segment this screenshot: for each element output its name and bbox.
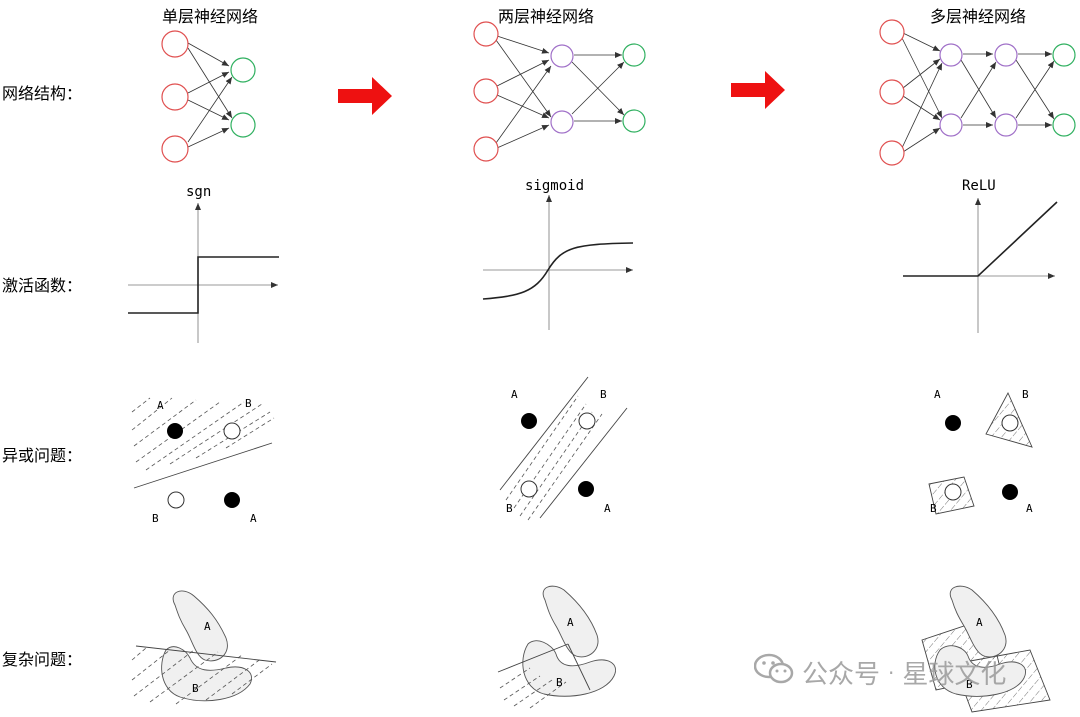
class-label-b: B: [966, 678, 973, 691]
hidden-node: [939, 113, 963, 137]
relu-plot: [903, 198, 1058, 333]
column-title-single-layer: 单层神经网络: [162, 7, 259, 26]
watermark-separator: ·: [888, 660, 895, 685]
class-label-b: B: [930, 502, 937, 515]
class-label-b: B: [506, 502, 513, 515]
class-label-b: B: [556, 676, 563, 689]
class-label-b: B: [600, 388, 607, 401]
input-node: [473, 21, 499, 47]
class-label-a: A: [1026, 502, 1033, 515]
row-label-activation: 激活函数：: [2, 276, 83, 295]
output-node: [622, 109, 646, 133]
progress-arrow-2: [731, 71, 785, 109]
class-b-point: [578, 412, 596, 430]
watermark: 公众号 · 星球文化: [753, 652, 1007, 693]
row-label-complex: 复杂问题：: [2, 650, 83, 669]
watermark-text-2: 星球文化: [902, 660, 1007, 690]
input-node: [879, 19, 905, 45]
class-label-a: A: [934, 388, 941, 401]
output-node: [622, 43, 646, 67]
sigmoid-plot: [482, 195, 634, 330]
class-label-b: B: [152, 512, 159, 525]
output-node: [230, 57, 256, 83]
class-b-point: [520, 480, 538, 498]
input-node: [473, 78, 499, 104]
wechat-icon: [753, 652, 794, 693]
class-a-point: [224, 492, 240, 508]
output-node: [1052, 113, 1076, 137]
class-a-point: [167, 423, 183, 439]
class-a-point: [521, 413, 537, 429]
hidden-node: [939, 43, 963, 67]
input-node: [879, 79, 905, 105]
progress-arrow-1: [338, 77, 392, 115]
input-node: [161, 135, 189, 163]
xor-two-layer: [499, 376, 628, 521]
class-label-b: B: [1022, 388, 1029, 401]
sgn-label: sgn: [186, 184, 212, 200]
output-node: [230, 112, 256, 138]
class-label-a: A: [511, 388, 518, 401]
column-title-two-layer: 两层神经网络: [498, 7, 595, 26]
complex-single: [131, 590, 277, 705]
class-label-a: A: [567, 616, 574, 629]
input-node: [161, 83, 189, 111]
class-b-point: [1001, 414, 1019, 432]
sigmoid-label: sigmoid: [525, 178, 585, 194]
hidden-node: [994, 113, 1018, 137]
row-label-structure: 网络结构：: [2, 84, 83, 103]
sgn-plot: [128, 203, 279, 343]
input-node: [161, 30, 189, 58]
class-label-a: A: [250, 512, 257, 525]
class-b-point: [167, 491, 185, 509]
column-title-multi-layer: 多层神经网络: [930, 7, 1027, 26]
class-b-point: [223, 422, 241, 440]
complex-two-layer: [497, 585, 616, 709]
hidden-node: [994, 43, 1018, 67]
two-layer-network: [495, 35, 625, 149]
class-a-point: [1002, 484, 1018, 500]
multi-layer-network: [901, 32, 1055, 153]
relu-label: ReLU: [962, 178, 996, 194]
class-label-a: A: [204, 620, 211, 633]
hidden-node: [550, 110, 574, 134]
row-label-xor: 异或问题：: [2, 446, 83, 465]
class-label-a: A: [157, 399, 164, 412]
class-b-point: [944, 483, 962, 501]
input-node: [473, 136, 499, 162]
complex-multi-layer: [921, 585, 1051, 713]
input-node: [879, 140, 905, 166]
class-label-a: A: [604, 502, 611, 515]
class-label-b: B: [192, 682, 199, 695]
single-layer-network: [187, 42, 233, 148]
class-a-point: [578, 481, 594, 497]
hidden-node: [550, 44, 574, 68]
class-label-b: B: [245, 397, 252, 410]
class-a-point: [945, 415, 961, 431]
class-label-a: A: [976, 616, 983, 629]
watermark-text-1: 公众号: [802, 660, 881, 690]
output-node: [1052, 43, 1076, 67]
xor-single: [131, 397, 275, 489]
